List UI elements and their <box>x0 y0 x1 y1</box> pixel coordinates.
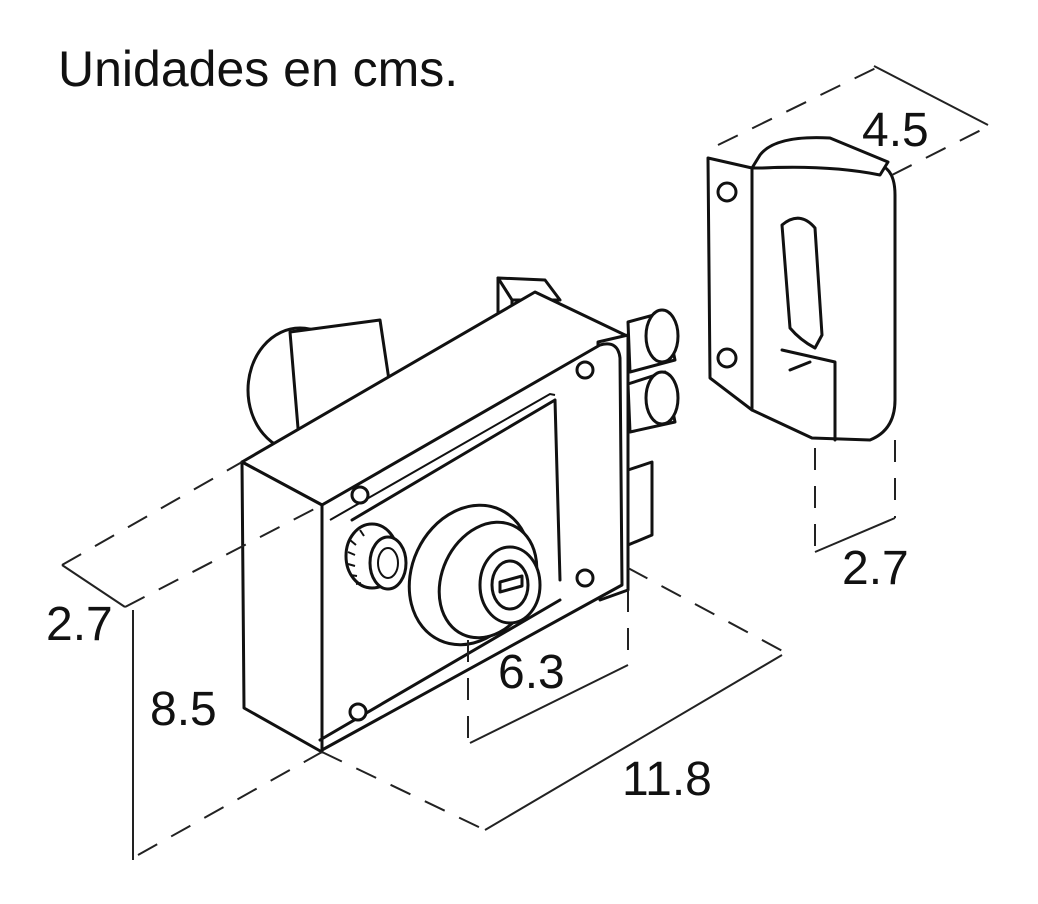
dim-label-lock-height: 8.5 <box>150 683 217 736</box>
screw <box>716 347 738 369</box>
key-cylinder <box>407 503 542 647</box>
screw <box>348 702 368 722</box>
lock-bolts <box>626 308 680 547</box>
lock-left-face <box>240 460 324 754</box>
screw <box>575 568 595 588</box>
units-title: Unidades en cms. <box>58 41 458 97</box>
screw <box>350 485 370 505</box>
screw <box>716 181 738 203</box>
dim-label-strike-depth: 4.5 <box>862 104 929 157</box>
dim-label-lock-depth: 2.7 <box>46 598 113 651</box>
screw <box>575 360 595 380</box>
strike-plate <box>706 136 897 442</box>
dim-label-lock-length: 11.8 <box>622 753 712 806</box>
dimension-lines <box>61 65 989 860</box>
dim-label-bolt-offset: 6.3 <box>498 646 565 699</box>
dim-label-strike-width: 2.7 <box>842 542 909 595</box>
keyhole-icon <box>498 574 524 594</box>
knurled-knob <box>344 522 408 591</box>
lock-body <box>240 276 680 754</box>
